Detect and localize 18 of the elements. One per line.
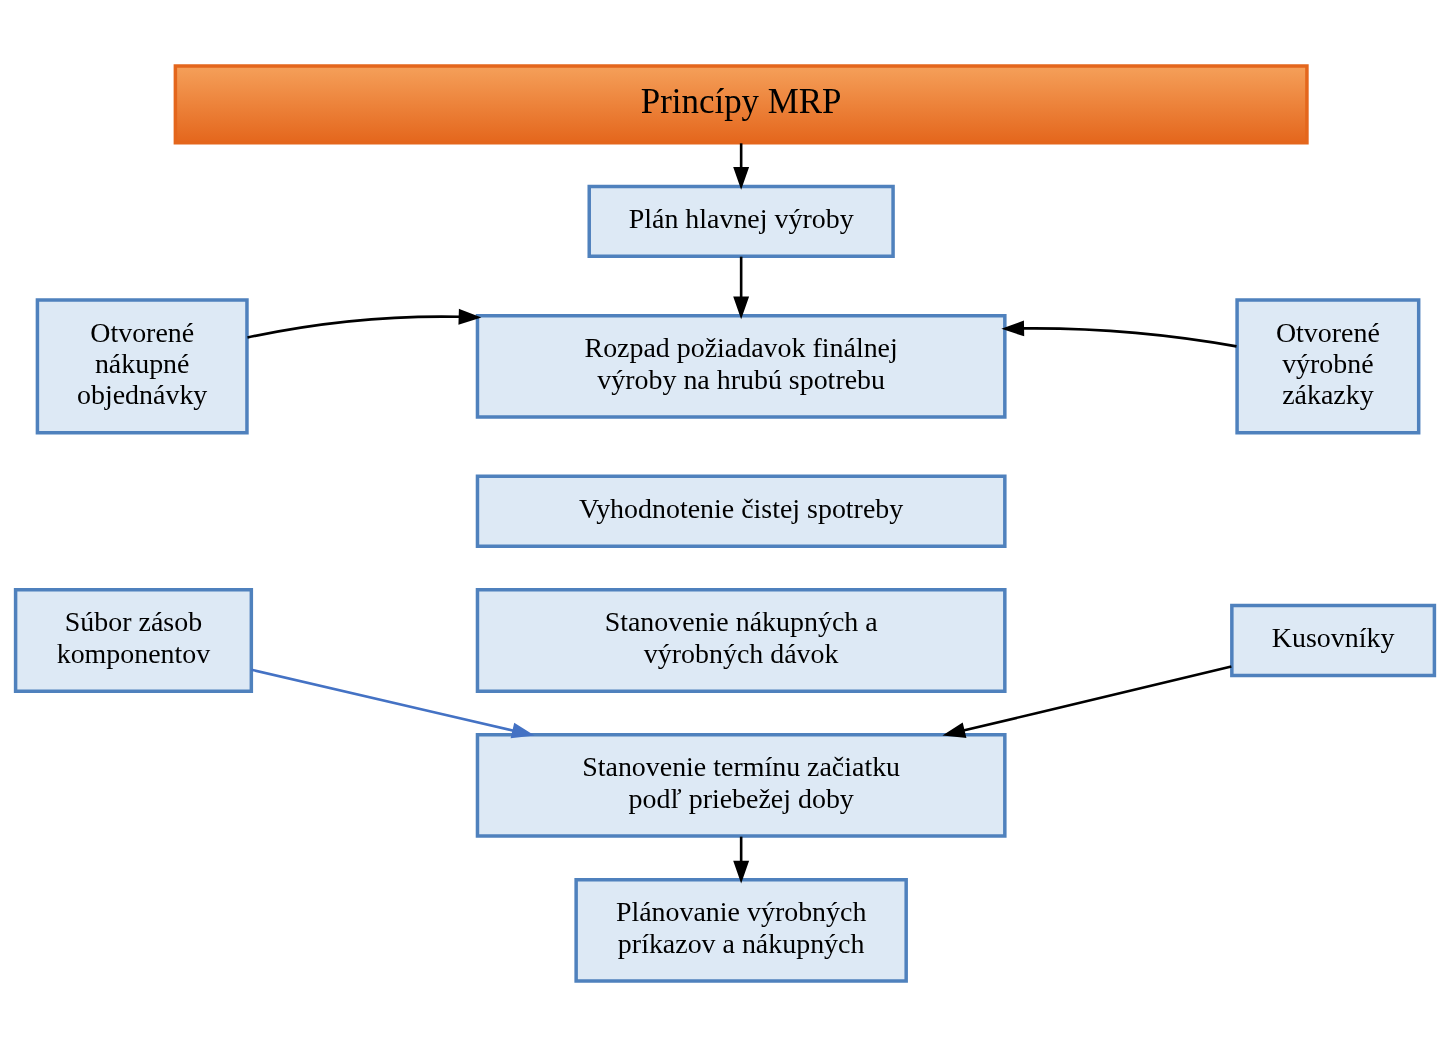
node-box: Plán hlavnej výroby [587, 184, 895, 258]
node-box: Otvorené výrobné zákazky [1235, 297, 1421, 434]
node-box: Rozpad požiadavok finálnej výroby na hrubú spotrebu [475, 313, 1007, 419]
node-box: Vyhodnotenie čistej spotreby [475, 474, 1007, 548]
arrow [247, 308, 482, 339]
arrow [733, 256, 750, 319]
node-box: Otvorené nákupné objednávky [35, 297, 249, 434]
node-box: Plánovanie výrobných príkazov a nákupných [574, 877, 908, 983]
arrow [942, 664, 1232, 738]
arrow [251, 667, 535, 738]
node-box: Kusovníky [1230, 603, 1437, 677]
node-box: Princípy MRP [173, 63, 1309, 145]
node-box: Stanovenie nákupných a výrobných dávok [475, 587, 1007, 693]
arrow [733, 142, 750, 190]
node-box: Stanovenie termínu začiatku podľ priebežej doby [475, 732, 1007, 838]
arrow [1001, 319, 1237, 348]
node-box: Súbor zásob komponentov [13, 587, 254, 693]
arrow [733, 836, 750, 883]
